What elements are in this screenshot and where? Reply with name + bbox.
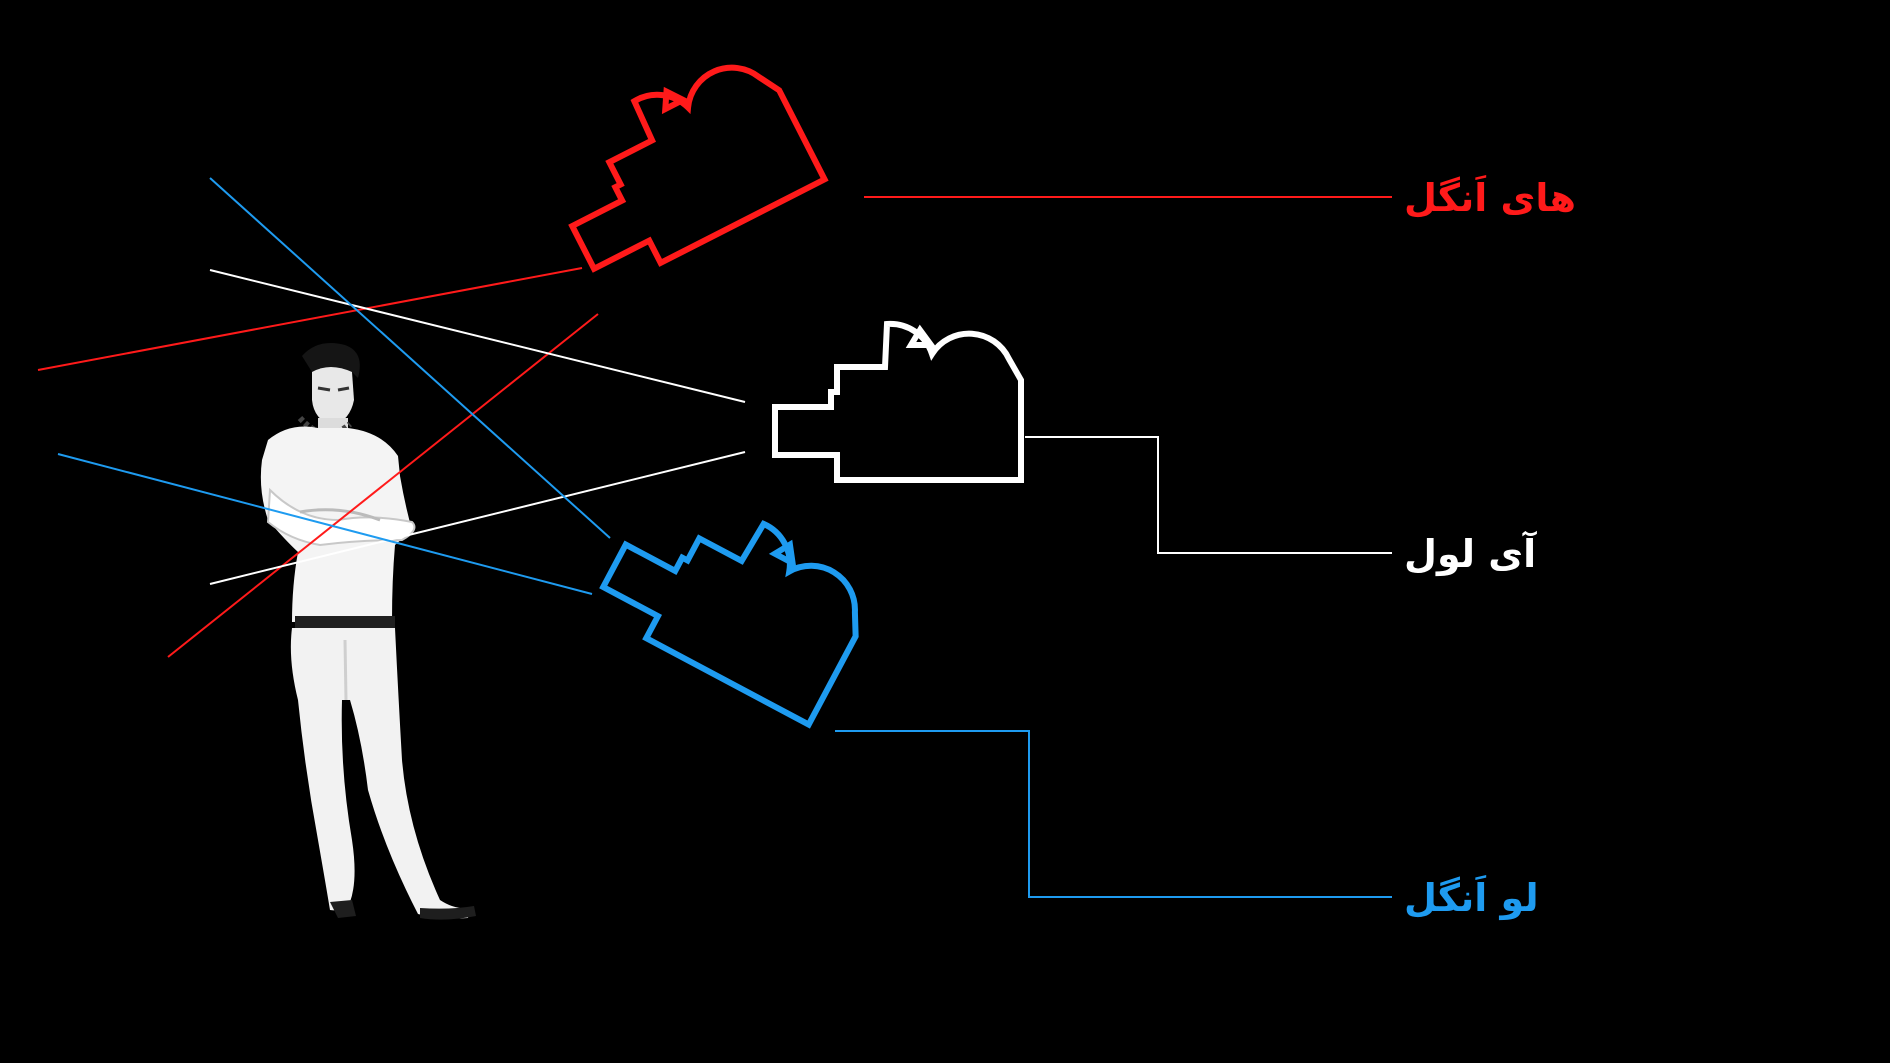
subject-face bbox=[312, 367, 354, 426]
subject-belt bbox=[295, 616, 395, 628]
high-angle-camera-icon bbox=[535, 40, 825, 291]
eye-level-label: آی لول bbox=[1404, 530, 1537, 576]
eye-level-camera-icon bbox=[775, 324, 1021, 480]
high-angle-sightline-top bbox=[37, 267, 583, 371]
subject-hair bbox=[302, 343, 360, 378]
subject-figure bbox=[260, 343, 476, 920]
high-angle-label: های اَنگل bbox=[1404, 175, 1576, 220]
low-angle-sightline-top bbox=[209, 177, 611, 539]
subject-shoes bbox=[330, 900, 476, 920]
leader-lines bbox=[835, 196, 1392, 898]
eye-level-leader bbox=[1025, 436, 1392, 554]
high-angle-sightline-bottom bbox=[167, 313, 599, 658]
subject-arms bbox=[266, 487, 416, 547]
low-angle-camera-icon bbox=[591, 471, 881, 724]
sight-lines bbox=[37, 177, 746, 658]
eye-level-sightline-bottom bbox=[209, 451, 746, 585]
low-angle-sightline-bottom bbox=[57, 453, 593, 595]
low-angle-label: لو اَنگل bbox=[1404, 875, 1539, 920]
low-angle-leader bbox=[835, 730, 1392, 898]
subject-legs bbox=[290, 628, 470, 919]
eye-level-sightline-top bbox=[209, 269, 746, 403]
